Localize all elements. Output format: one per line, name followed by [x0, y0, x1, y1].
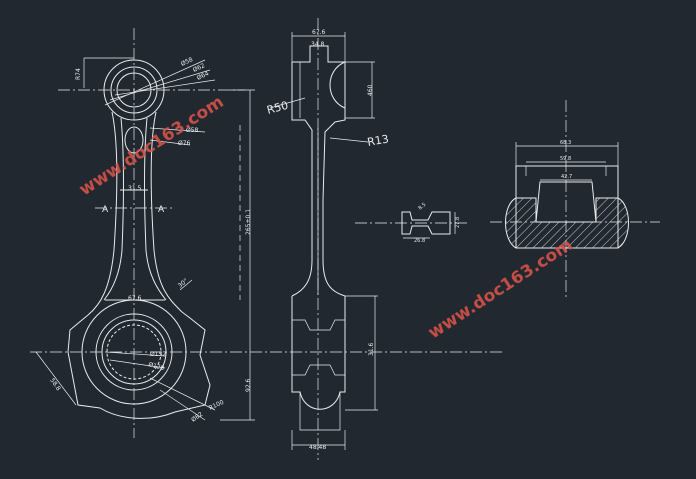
label-detail-mid-width: 59.8	[560, 156, 571, 162]
label-top-width-outer: 67.6	[312, 29, 326, 36]
label-big-end-d3: R100	[208, 399, 225, 412]
label-d4: Ø58	[186, 127, 199, 134]
front-vertical-dimensions	[220, 89, 255, 421]
detail-right-lobe	[617, 197, 629, 249]
label-center-distance: 265±0.1	[245, 209, 252, 235]
label-d3: Ø64	[196, 70, 210, 82]
label-section-height: 27.8	[455, 217, 461, 228]
big-end-bore-outer	[95, 313, 173, 391]
label-big-end-d1: Ø152	[150, 351, 166, 358]
label-radius-r50: R50	[265, 99, 289, 117]
watermarks: www.doc163.com www.doc163.com	[76, 92, 577, 343]
small-end-bore-outer	[110, 66, 158, 114]
side-view-labels: 67.6 34.8 460 R50 R13 31.6 48.48	[265, 29, 389, 451]
label-d2: Ø62	[192, 62, 206, 74]
label-chamfer: 58.8	[48, 377, 62, 392]
label-d5: Ø76	[178, 140, 191, 147]
section-view-labels: 26.8 27.8 8.5	[414, 202, 461, 244]
side-upper-right	[322, 62, 346, 201]
front-leaders	[35, 57, 216, 421]
side-shank-left	[291, 200, 313, 297]
big-end-bearing	[106, 324, 162, 380]
section-view	[355, 211, 470, 239]
label-top-width-inner: 34.8	[311, 41, 325, 48]
shank-rib-right	[144, 117, 167, 301]
label-section-width: 26.8	[414, 238, 425, 244]
detail-view	[490, 100, 660, 300]
label-side-lower-height: 31.6	[368, 342, 375, 356]
small-end-bore-inner	[116, 72, 152, 108]
side-view	[269, 18, 378, 460]
label-lower-height: 92.6	[245, 378, 252, 392]
label-shank-width: 31.5	[128, 185, 142, 192]
label-radius-r13: R13	[366, 132, 390, 149]
front-view-labels: R74 Ø58 Ø62 Ø64 Ø58 Ø76 31.5 A A 30° 67.…	[48, 56, 252, 423]
label-angle: 30°	[177, 277, 190, 289]
detail-hatched-body	[515, 197, 619, 249]
big-end-bore-inner	[101, 319, 167, 385]
label-big-end-d2: Ø128	[147, 361, 165, 372]
label-right-height: 460	[367, 84, 374, 96]
label-big-end-d4: Ø82	[190, 411, 204, 424]
side-top-arc	[329, 61, 346, 109]
side-top-cap	[292, 45, 345, 63]
detail-inner-bore	[535, 181, 597, 223]
small-end-outer-circle	[103, 59, 165, 121]
side-dimensions	[269, 32, 378, 450]
label-big-end-width: 67.6	[128, 295, 142, 302]
shank-rib-left	[103, 117, 124, 301]
label-small-end-height: R74	[75, 68, 82, 80]
front-view	[30, 28, 505, 438]
label-detail-inner-width: 42.7	[561, 174, 572, 180]
label-d1: Ø58	[180, 56, 194, 68]
i-beam-section	[401, 211, 451, 235]
side-upper-left	[291, 62, 313, 200]
big-end-outline	[67, 311, 211, 419]
detail-outer-frame	[515, 165, 619, 198]
shank-right-edge	[150, 111, 183, 313]
label-bottom-width: 48.48	[309, 444, 326, 451]
watermark-2: www.doc163.com	[425, 235, 577, 343]
side-shank-right	[322, 200, 346, 297]
detail-view-labels: 68.3 59.8 42.7	[560, 140, 572, 180]
detail-dimensions	[515, 142, 619, 181]
shank-left-edge	[87, 111, 118, 316]
label-section-right: A	[158, 205, 165, 215]
label-detail-outer-width: 68.3	[560, 140, 571, 146]
label-section-flange: 8.5	[417, 202, 427, 212]
label-section-left: A	[102, 205, 109, 215]
front-centerlines	[30, 28, 505, 438]
detail-left-lobe	[505, 197, 517, 249]
oil-hole	[124, 126, 144, 154]
